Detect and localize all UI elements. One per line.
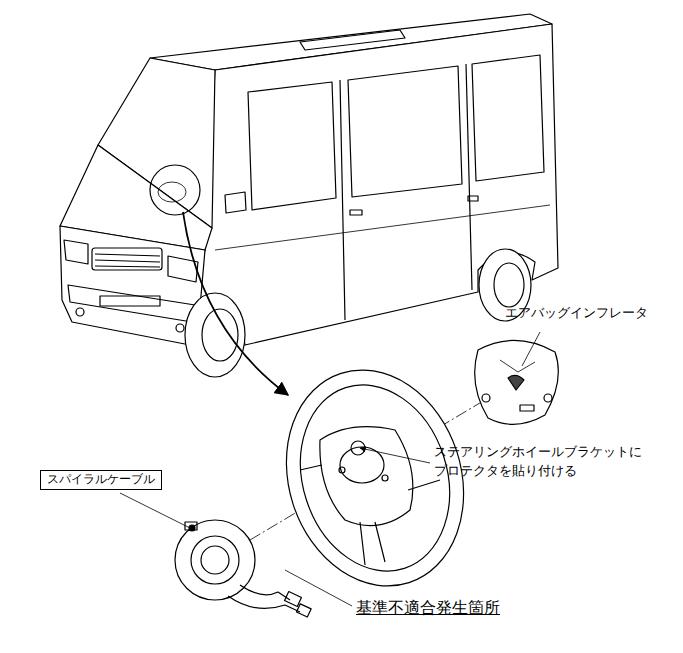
airbag-inflator bbox=[475, 340, 559, 424]
instruction-note: ステアリングホイールブラケットに プロテクタを貼り付ける bbox=[434, 443, 674, 481]
steering-wheel bbox=[259, 347, 491, 609]
van bbox=[60, 14, 558, 395]
part-name-box: スパイラルケーブル bbox=[40, 470, 162, 490]
part-name: スパイラルケーブル bbox=[47, 472, 155, 486]
spiral-cable bbox=[175, 520, 311, 617]
nonconformity-label: 基準不適合発生箇所 bbox=[356, 596, 500, 619]
part-label: エアバッグインフレータ bbox=[505, 304, 648, 323]
